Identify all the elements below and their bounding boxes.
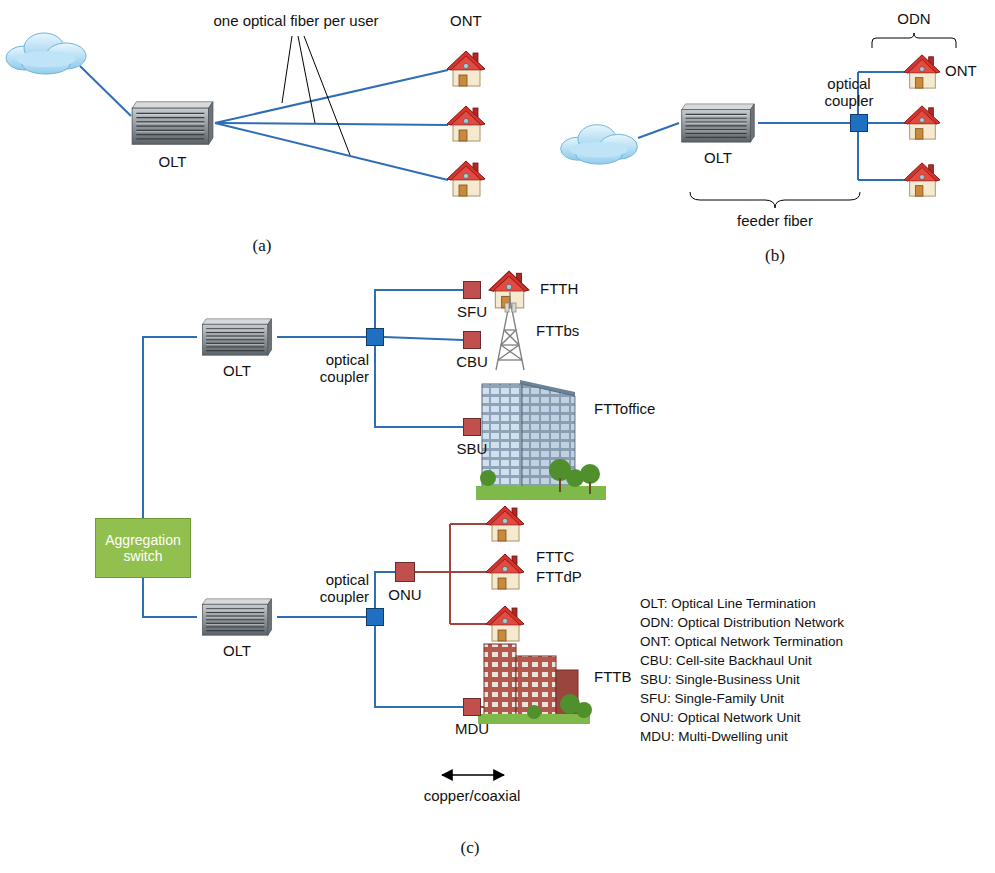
- fiber-link: [143, 337, 197, 518]
- legend-text: ODN: Optical Distribution Network: [640, 615, 844, 631]
- node-label: Aggregation switch: [96, 532, 190, 564]
- fiber-link: [758, 122, 850, 124]
- text-label: ODN: [897, 10, 930, 28]
- sbu-unit: SBU: [463, 418, 481, 436]
- optical-coupler: optical coupler: [850, 114, 868, 132]
- fiber-link: [375, 290, 463, 328]
- olt-device: OLT: [197, 317, 277, 357]
- legend-text: OLT: Optical Line Termination: [640, 596, 816, 612]
- panel-caption: (b): [765, 246, 785, 266]
- optical-coupler: optical coupler: [366, 328, 384, 346]
- legend-text: CBU: Cell-site Backhaul Unit: [640, 653, 812, 669]
- node-label: OLT: [704, 149, 732, 166]
- legend-text: SBU: Single-Business Unit: [640, 672, 800, 688]
- sfu-unit: SFU: [463, 281, 481, 299]
- text-label: FTTbs: [536, 322, 579, 340]
- fiber-link: [375, 626, 463, 707]
- node-label: SFU: [457, 303, 487, 320]
- node-label: optical coupler: [297, 571, 369, 606]
- text-label: feeder fiber: [737, 212, 813, 230]
- text-label: copper/coaxial: [424, 787, 521, 805]
- fiber-link: [384, 337, 463, 340]
- legend-text: MDU: Multi-Dwelling unit: [640, 729, 788, 745]
- node-label: OLT: [223, 642, 251, 659]
- node-label: CBU: [456, 353, 488, 370]
- aggregation-switch: Aggregation switch: [95, 518, 191, 578]
- olt-device: OLT: [678, 102, 758, 144]
- text-label: one optical fiber per user: [213, 12, 378, 30]
- node-label: optical coupler: [813, 75, 885, 110]
- node-label: MDU: [455, 720, 489, 737]
- mdu-unit: MDU: [463, 698, 481, 716]
- panel-caption: (c): [461, 838, 480, 858]
- node-label: SBU: [457, 440, 488, 457]
- panel-caption: (a): [253, 236, 272, 256]
- text-label: FTTH: [540, 280, 578, 298]
- legend-text: SFU: Single-Family Unit: [640, 691, 784, 707]
- legend-text: ONT: Optical Network Termination: [640, 634, 843, 650]
- node-label: optical coupler: [297, 351, 369, 386]
- onu-unit: ONU: [395, 562, 415, 582]
- node-label: OLT: [223, 362, 251, 379]
- fiber-link: [277, 336, 366, 338]
- olt-device: OLT: [197, 597, 277, 637]
- fiber-link: [143, 578, 197, 617]
- optical-coupler: optical coupler: [366, 608, 384, 626]
- legend-text: ONU: Optical Network Unit: [640, 710, 801, 726]
- text-label: FTTB: [594, 668, 632, 686]
- node-label: ONU: [388, 586, 421, 603]
- text-label: FTTdP: [536, 568, 582, 586]
- cbu-unit: CBU: [463, 331, 481, 349]
- fiber-link: [277, 616, 366, 618]
- text-label: ONT: [945, 62, 977, 80]
- text-label: FTTC: [536, 548, 574, 566]
- olt-device: OLT: [130, 98, 215, 148]
- node-label: OLT: [158, 153, 186, 170]
- text-label: ONT: [450, 12, 482, 30]
- fiber-link: [375, 346, 463, 427]
- text-label: FTToffice: [594, 400, 655, 418]
